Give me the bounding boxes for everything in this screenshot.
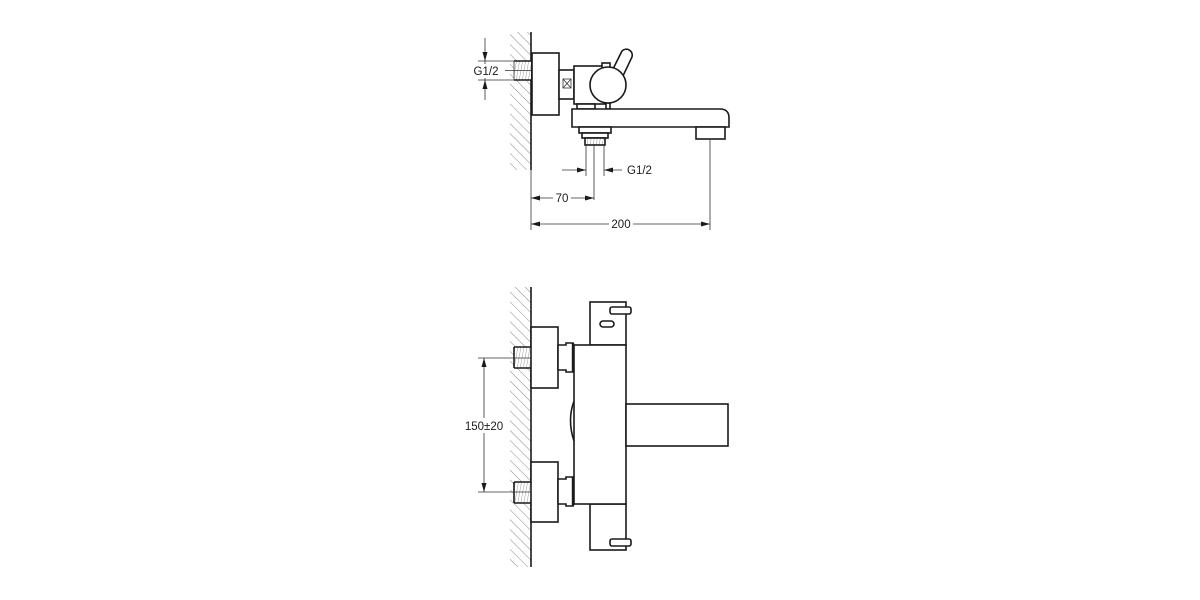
wall-hatch [510,287,532,567]
outlet-thread-label: G1/2 [627,165,652,177]
upper-inlet-pipe [513,346,531,369]
bottom-cap [589,503,632,551]
side-view: G1/2 [472,32,730,231]
lower-mount-block [530,461,559,523]
offset-dimension: 70 [530,170,594,230]
outlet-nut [578,126,612,146]
projection-dimension: 200 [531,139,711,231]
inlet-thread-label: G1/2 [474,66,499,78]
spout-outlet [695,126,726,140]
upper-nut [557,342,575,373]
connector-nut [558,69,575,100]
cartridge-cap [589,66,627,104]
inlet-pipe-thread [505,60,540,81]
top-cap [589,301,632,346]
lower-nut [557,476,575,507]
inlet-thread-dimension: G1/2 [472,38,514,100]
centers-dimension: 150±20 [464,357,545,493]
wall-hatch [510,32,532,170]
spout-front [625,403,729,447]
front-view: 150±20 [464,287,729,567]
upper-mount-block [530,326,559,389]
thermostatic-body [573,344,627,505]
offset-label: 70 [556,193,569,205]
centers-label: 150±20 [465,421,503,433]
body-arc-detail [569,400,575,442]
projection-label: 200 [611,219,630,231]
wall-mount-block [531,52,560,116]
spout-bar [571,108,730,128]
lower-inlet-pipe [513,481,531,504]
outlet-thread-dimension: G1/2 [562,145,652,200]
